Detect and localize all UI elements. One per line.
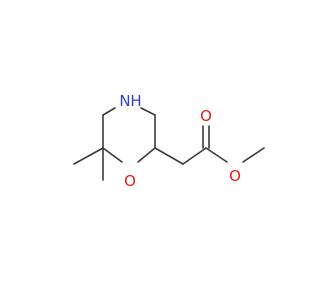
- bond-c5-n: [140, 107, 156, 116]
- bond-c2-o-ring: [102, 147, 123, 163]
- bond-c6-ch2: [154, 147, 184, 165]
- carbonyl-oxygen-atom-label: O: [200, 107, 212, 125]
- bond-ch2-carbonyl-c: [182, 147, 207, 165]
- nitrogen-atom-label: N: [119, 92, 130, 110]
- bond-o-ester-methyl: [242, 147, 265, 163]
- bond-carbonyl-c-o-ester: [205, 147, 228, 163]
- bond-o-ring-c6: [137, 147, 156, 163]
- ester-oxygen-atom-label: O: [229, 167, 241, 185]
- molecule-structure: N H O O O: [73, 92, 265, 190]
- bond-c2-methyl-a: [73, 147, 104, 165]
- bond-n-c3: [102, 107, 116, 116]
- nitrogen-hydrogen-label: H: [130, 92, 141, 110]
- ring-oxygen-atom-label: O: [124, 172, 136, 190]
